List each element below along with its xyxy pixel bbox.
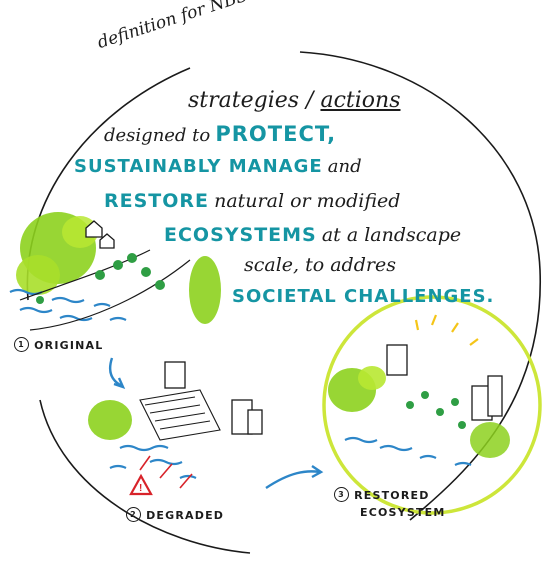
degraded-text: DEGRADED [146, 509, 225, 522]
ecosystems-text: ECOSYSTEMS [164, 224, 317, 246]
and-text: and [327, 156, 362, 177]
scene-degraded: ! [88, 361, 263, 496]
definition-line-3: SUSTAINABLY MANAGE and [74, 156, 362, 177]
restored-text: RESTORED [354, 489, 430, 502]
step-degraded-label: 2 DEGRADED [126, 504, 224, 523]
warning-icon [129, 473, 153, 496]
designed-to-text: designed to [104, 125, 211, 146]
restore-text: RESTORE [104, 190, 210, 212]
definition-line-2: designed to PROTECT, [104, 122, 336, 146]
actions-text: actions [320, 88, 401, 113]
strategies-text: strategies / [188, 88, 314, 113]
definition-line-6: scale, to addres [244, 254, 396, 276]
natural-or-modified-text: natural or modified [214, 190, 401, 212]
scene-original [9, 212, 221, 331]
sustainably-manage-text: SUSTAINABLY MANAGE [74, 156, 323, 177]
original-text: ORIGINAL [34, 339, 104, 352]
step-restored-label: 3 RESTORED ECOSYSTEM [334, 484, 484, 519]
definition-line-7: SOCIETAL CHALLENGES. [232, 286, 495, 307]
step-3-marker: 3 [334, 487, 349, 502]
arrow-1 [108, 357, 123, 388]
at-a-landscape-text: at a landscape [321, 224, 462, 246]
ecosystem-text: ECOSYSTEM [360, 506, 446, 519]
protect-text: PROTECT, [215, 122, 337, 146]
svg-text:!: ! [139, 483, 142, 494]
arrow-2 [265, 470, 321, 489]
definition-line-1: strategies / actions [188, 88, 401, 113]
step-2-marker: 2 [126, 507, 141, 522]
definition-line-5: ECOSYSTEMS at a landscape [164, 224, 461, 246]
step-1-marker: 1 [14, 337, 29, 352]
scene-restored [322, 295, 542, 515]
step-original-label: 1 ORIGINAL [14, 334, 103, 353]
definition-line-4: RESTORE natural or modified [104, 190, 400, 212]
